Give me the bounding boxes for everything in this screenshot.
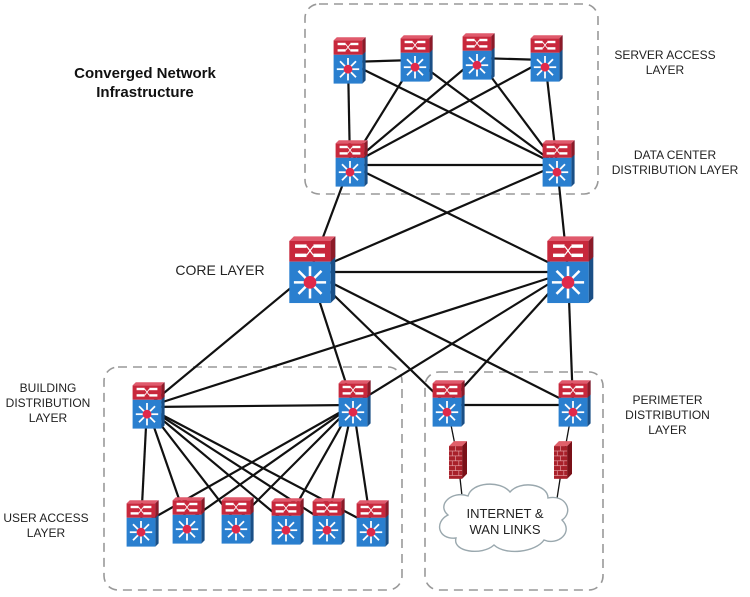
- switch-icon-building-distribution-bd1: [131, 381, 166, 430]
- firewall-icon-fw1: [448, 440, 468, 480]
- switch-icon-server-access-sa3: [461, 32, 496, 81]
- perimeter-group: [424, 371, 604, 591]
- switch-icon-user-access-ua6: [355, 499, 390, 548]
- datacenter-group: [304, 3, 599, 195]
- switch-icon-perimeter-distribution-pd1: [431, 379, 466, 428]
- switch-icon-dc-distribution-dc1: [334, 139, 369, 188]
- link-sa4-dc1: [349, 59, 546, 166]
- link-sa1-dc2: [347, 61, 558, 166]
- link-sa2-dc2: [414, 59, 558, 166]
- link-core2-bd2: [352, 271, 569, 406]
- switch-icon-user-access-ua2: [171, 496, 206, 545]
- switch-icon-user-access-ua4: [270, 497, 305, 546]
- link-bd1-bd2: [146, 403, 354, 409]
- link-core2-bd1: [146, 270, 569, 409]
- link-bd2-ua3: [235, 404, 354, 523]
- links-layer: [139, 56, 575, 526]
- switch-icon-user-access-ua3: [220, 496, 255, 545]
- switch-icon-perimeter-distribution-pd2: [557, 379, 592, 428]
- diagram-title: Converged Network Infrastructure: [74, 65, 216, 101]
- label-building-distribution: BUILDING DISTRIBUTION LAYER: [5, 381, 91, 425]
- link-dc2-core1: [309, 163, 558, 274]
- label-perimeter-distribution: PERIMETER DISTRIBUTION LAYER: [625, 393, 710, 437]
- link-dc1-core2: [349, 164, 569, 273]
- firewall-icon-fw2: [553, 440, 573, 480]
- link-bd1-ua4: [146, 406, 287, 524]
- label-core: CORE LAYER: [175, 262, 265, 278]
- switch-icon-server-access-sa4: [529, 34, 564, 83]
- label-server-access: SERVER ACCESS LAYER: [614, 48, 716, 77]
- building-group: [103, 366, 403, 591]
- switch-icon-user-access-ua5: [311, 497, 346, 546]
- switch-icon-user-access-ua1: [125, 499, 160, 548]
- switch-icon-building-distribution-bd2: [337, 379, 372, 428]
- switch-icon-server-access-sa1: [332, 36, 367, 85]
- internet-cloud: [438, 483, 569, 553]
- link-bd2-ua2: [186, 404, 354, 523]
- label-cloud: INTERNET & WAN LINKS: [466, 506, 544, 537]
- link-core1-pd2: [309, 271, 574, 406]
- switch-icon-dc-distribution-dc2: [541, 139, 576, 188]
- switch-icon-core-core2: [546, 235, 595, 305]
- link-core1-bd1: [146, 271, 311, 408]
- link-sa3-dc1: [349, 57, 478, 166]
- label-dc-distribution: DATA CENTER DISTRIBUTION LAYER: [611, 148, 739, 177]
- switch-icon-core-core1: [288, 235, 337, 305]
- switch-icon-server-access-sa2: [399, 34, 434, 83]
- label-user-access: USER ACCESS LAYER: [3, 511, 89, 540]
